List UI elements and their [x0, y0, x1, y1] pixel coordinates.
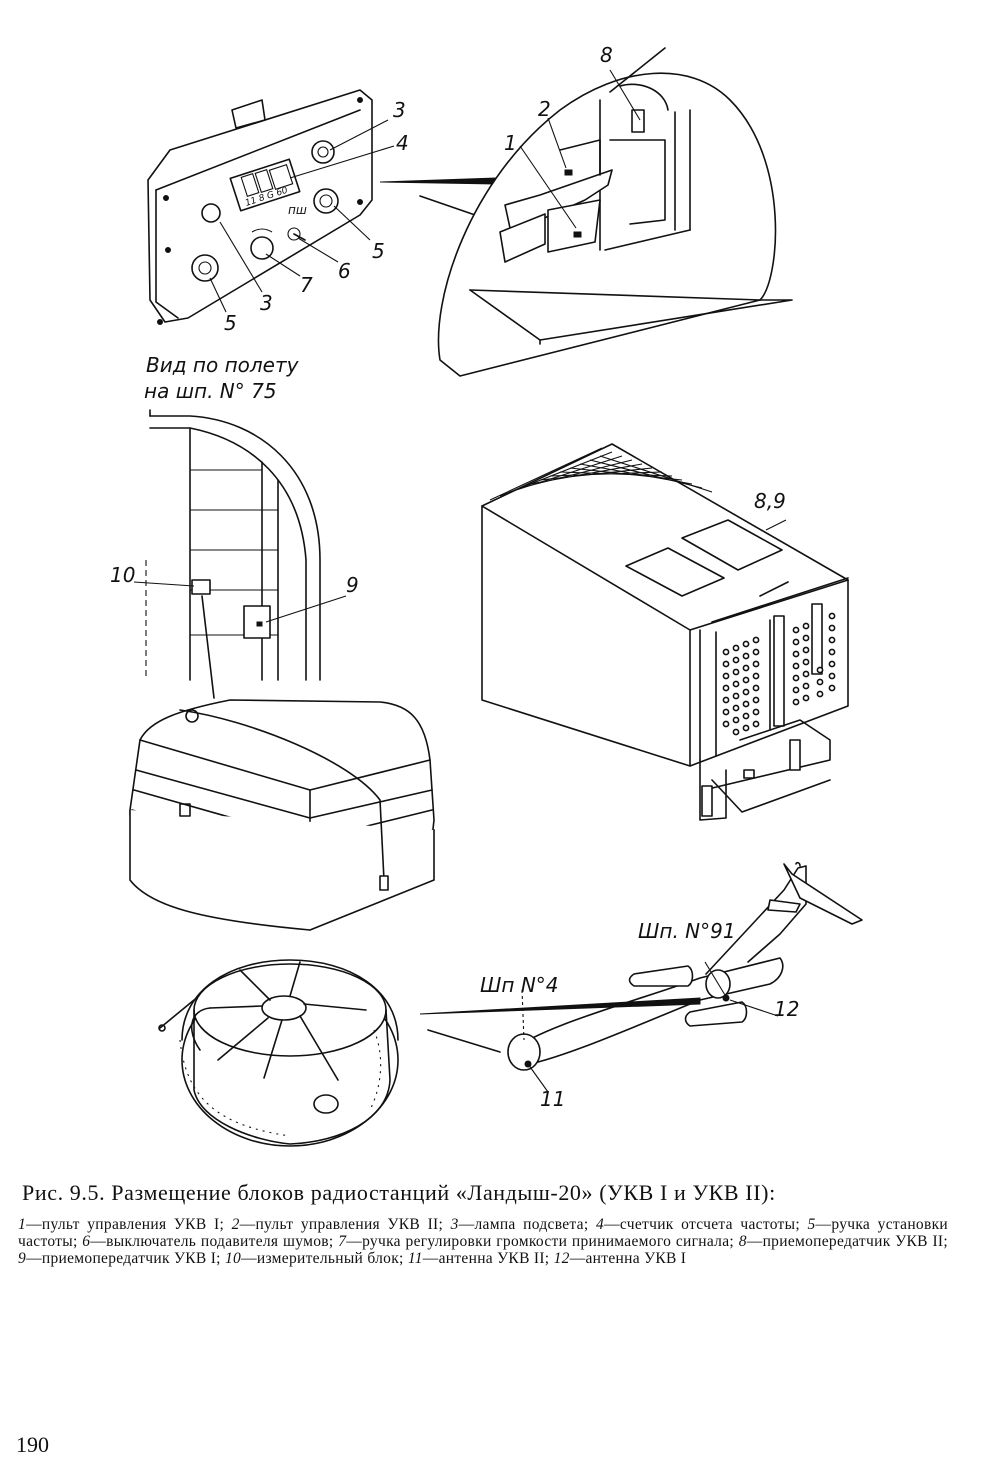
panel-psh-label: пш — [288, 203, 307, 217]
legend-item: 6—выключатель подавителя шумов; — [82, 1233, 339, 1250]
legend-item: 9—приемопередатчик УКВ I; — [18, 1250, 225, 1267]
callout-panel-3a: 3 — [393, 98, 406, 122]
callout-cockpit-8: 8 — [600, 43, 613, 67]
legend-item: 7—ручка регулировки громкости принимаемо… — [338, 1233, 739, 1250]
antenna-drawing — [158, 959, 399, 1147]
view-label-line1: Вид по полету — [146, 353, 300, 377]
callout-plane-12: 12 — [774, 997, 799, 1021]
cockpit-nose-drawing — [437, 47, 793, 377]
legend-item: 4—счетчик отсчета частоты; — [596, 1216, 808, 1233]
callout-unit-89: 8,9 — [754, 489, 786, 513]
legend-item: 11—антенна УКВ II; — [407, 1250, 554, 1267]
legend-item: 10—измерительный блок; — [224, 1250, 408, 1267]
legend-item: 5—ручка установки частоты; — [18, 1216, 949, 1250]
view-arrow — [379, 177, 497, 185]
fuselage-frame-drawing — [133, 409, 347, 699]
legend-item: 2—пульт управления УКВ II; — [231, 1216, 451, 1233]
callout-frame-10: 10 — [110, 563, 135, 587]
callout-plane-4: Шп N°4 — [480, 973, 559, 997]
legend-item: 12—антенна УКВ I — [553, 1250, 687, 1267]
callout-panel-4: 4 — [396, 131, 409, 155]
view-label-line2: на шп. N° 75 — [144, 379, 277, 403]
callout-plane-11: 11 — [540, 1087, 565, 1111]
legend-item: 3—лампа подсвета; — [450, 1216, 597, 1233]
callout-panel-3b: 3 — [260, 291, 273, 315]
callout-panel-7: 7 — [300, 273, 313, 297]
aircraft-drawing — [419, 861, 863, 1093]
page-number: 190 — [16, 1432, 49, 1457]
callout-frame-9: 9 — [346, 573, 359, 597]
callout-plane-91: Шп. N°91 — [638, 919, 736, 943]
caption-title: Рис. 9.5. Размещение блоков радиостанций… — [22, 1180, 776, 1205]
legend-item: 8—приемопередатчик УКВ II; — [738, 1233, 948, 1250]
figure-drawing: 3 4 5 6 7 3 5 пш 11 8 G 60 8 2 1 Вид по … — [110, 43, 863, 1147]
callout-panel-6: 6 — [338, 259, 351, 283]
callout-panel-5b: 5 — [224, 311, 237, 335]
legend-item: 1—пульт управления УКВ I; — [18, 1216, 232, 1233]
control-panel-drawing — [147, 89, 395, 325]
figure-caption: Рис. 9.5. Размещение блоков радиостанций… — [18, 1180, 962, 1267]
callout-cockpit-2: 2 — [538, 97, 551, 121]
transceiver-unit-drawing — [481, 443, 849, 821]
measuring-block-drawing — [129, 699, 435, 931]
caption-legend: 1—пульт управления УКВ I; 2—пульт управл… — [18, 1216, 962, 1267]
callout-cockpit-1: 1 — [504, 131, 517, 155]
callout-panel-5a: 5 — [372, 239, 385, 263]
